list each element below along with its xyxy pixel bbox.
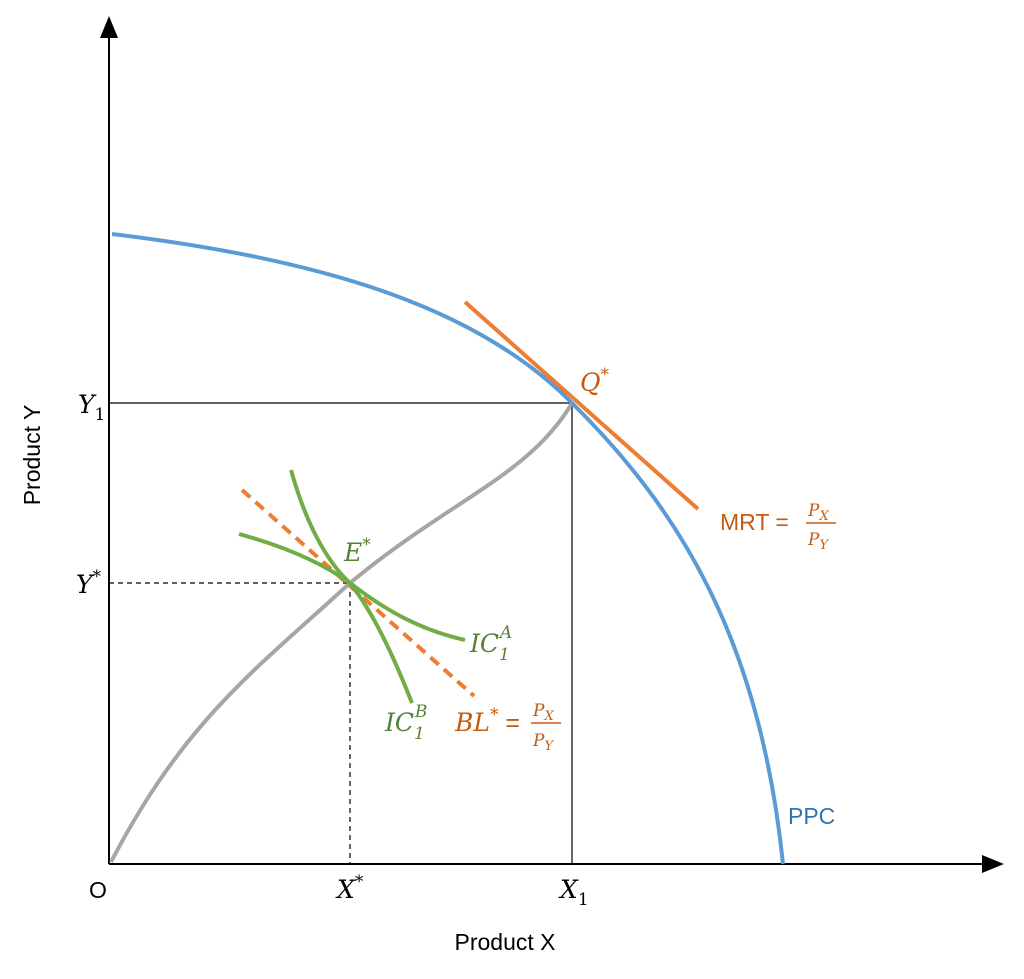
indifference-curve-b bbox=[289, 469, 414, 704]
bl-label: BL* = PX PY bbox=[454, 701, 561, 754]
ic-b-label: IC1B bbox=[384, 702, 427, 744]
ppc-curve bbox=[111, 232, 785, 865]
svg-text:PY: PY bbox=[532, 731, 554, 754]
y-axis-title: Product Y bbox=[19, 405, 45, 506]
estar-label: E* bbox=[343, 535, 371, 567]
svg-text:MRT =: MRT = bbox=[720, 509, 789, 535]
y1-label: Y1 bbox=[78, 390, 105, 425]
svg-text:PY: PY bbox=[807, 530, 829, 553]
x1-label: X1 bbox=[558, 875, 589, 910]
mrt-label: MRT = PX PY bbox=[720, 501, 836, 553]
x-axis-arrow bbox=[982, 855, 1004, 873]
svg-text:BL* =: BL* = bbox=[454, 705, 520, 737]
ic-a-label: IC1A bbox=[469, 623, 512, 665]
svg-text:PX: PX bbox=[532, 701, 554, 724]
mrt-line bbox=[463, 300, 700, 511]
ystar-label: Y* bbox=[76, 567, 102, 599]
y-axis-arrow bbox=[100, 16, 118, 38]
budget-line bbox=[240, 488, 476, 698]
origin-label: O bbox=[89, 877, 107, 903]
svg-text:PX: PX bbox=[807, 501, 829, 524]
ppc-label: PPC bbox=[788, 803, 835, 829]
xstar-label: X* bbox=[335, 872, 364, 904]
qstar-label: Q* bbox=[580, 365, 610, 397]
x-axis-title: Product X bbox=[455, 929, 556, 955]
